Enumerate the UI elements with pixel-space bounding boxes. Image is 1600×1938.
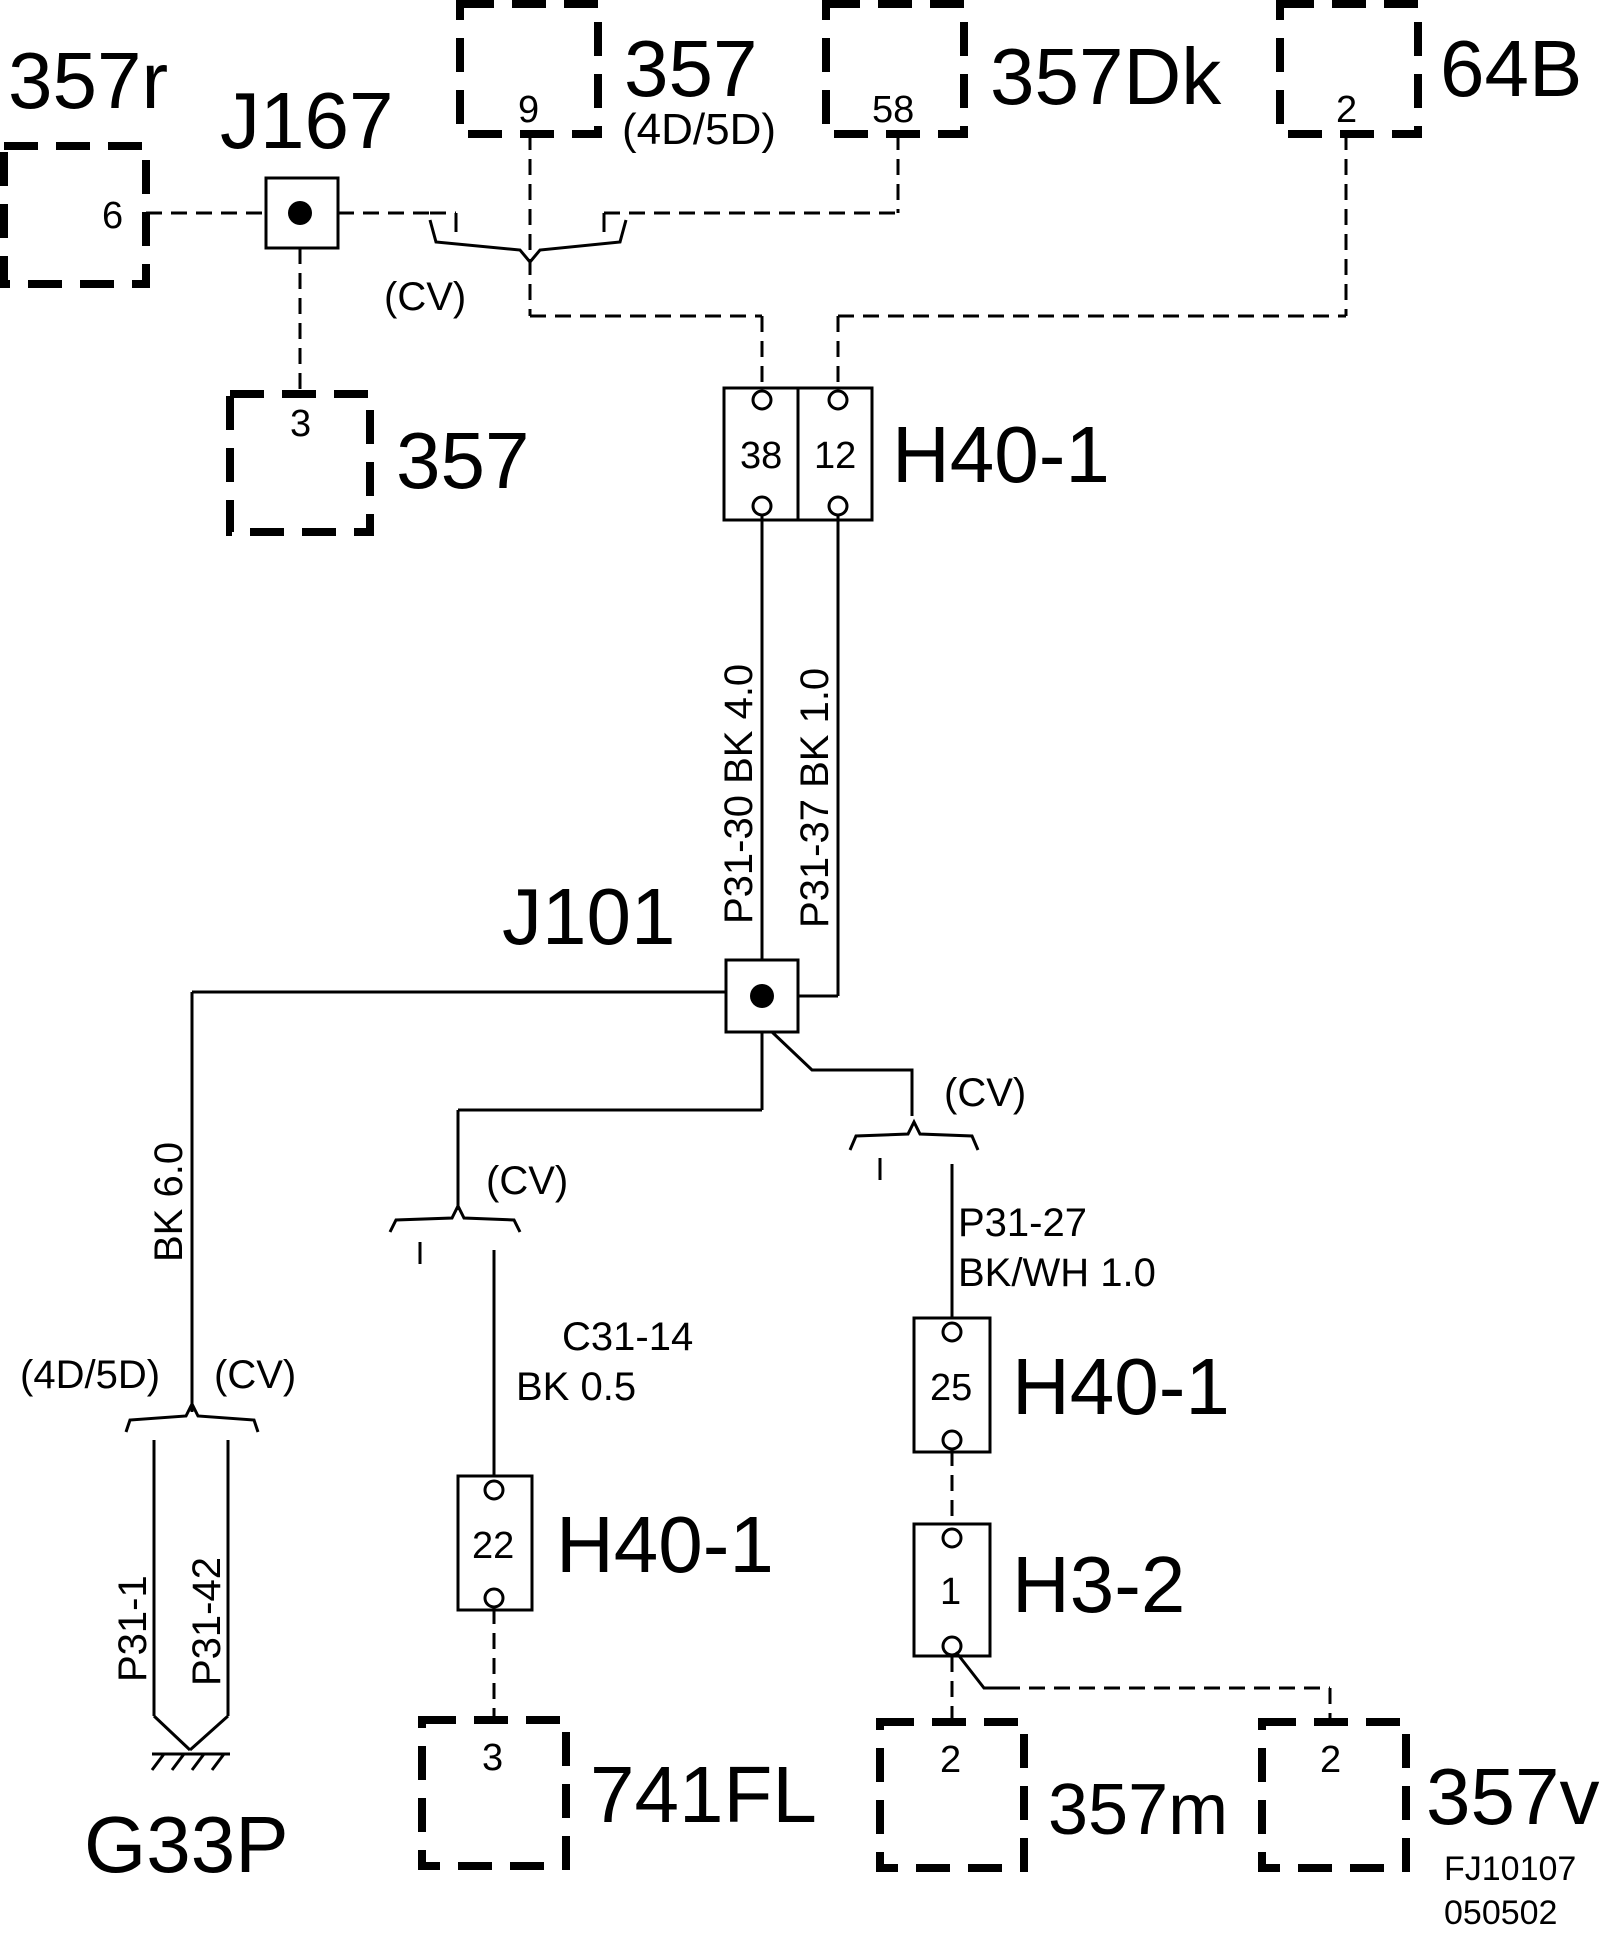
top-wiring: (CV) bbox=[146, 134, 1348, 394]
variant-cv-left: (CV) bbox=[214, 1353, 296, 1397]
wire-c31-14-spec: BK 0.5 bbox=[516, 1365, 636, 1409]
component-64b-label: 64B bbox=[1440, 24, 1582, 113]
connector-h40-1-pin25-label: H40-1 bbox=[1012, 1342, 1230, 1431]
connector-h40-1-pin25: 25 H40-1 bbox=[912, 1316, 1230, 1526]
connector-h3-2-label: H3-2 bbox=[1012, 1540, 1185, 1629]
component-357-mid-label: 357 bbox=[396, 416, 529, 505]
ground-g33p-label: G33P bbox=[84, 1800, 289, 1889]
connector-h40-1-pin22-label: H40-1 bbox=[556, 1500, 774, 1589]
connector-h40-1-pin-12: 12 bbox=[814, 435, 856, 477]
wire-p31-42-label: P31-42 bbox=[185, 1557, 229, 1686]
component-741fl-pin: 3 bbox=[482, 1737, 503, 1779]
splice-j167-node bbox=[288, 201, 312, 225]
variant-4d5d-left: (4D/5D) bbox=[20, 1353, 160, 1397]
component-357dk: 58 357Dk bbox=[822, 0, 1222, 138]
figure-code-line1: FJ10107 bbox=[1444, 1850, 1576, 1888]
wire-c31-14-code: C31-14 bbox=[562, 1315, 693, 1359]
component-357v-label: 357v bbox=[1426, 1752, 1599, 1841]
splice-j101-label: J101 bbox=[502, 872, 675, 961]
branch-357m: (CV) P31-27 BK/WH 1.0 bbox=[770, 1030, 1156, 1322]
main-feed-wiring: P31-30 BK 4.0 P31-37 BK 1.0 bbox=[717, 516, 840, 998]
wire-p31-30-label: P31-30 BK 4.0 bbox=[717, 664, 761, 924]
connector-h40-1-top-label: H40-1 bbox=[892, 410, 1110, 499]
component-357m-label: 357m bbox=[1048, 1770, 1228, 1850]
splice-j101: J101 bbox=[502, 872, 800, 1034]
component-741fl-label: 741FL bbox=[590, 1750, 817, 1839]
component-357-mid-pin: 3 bbox=[290, 403, 311, 445]
wire-bk60-label: BK 6.0 bbox=[147, 1142, 191, 1262]
figure-code: FJ10107 050502 bbox=[1444, 1850, 1576, 1932]
connector-h40-1-top: 38 12 H40-1 bbox=[722, 386, 1110, 522]
component-357v: 2 357v bbox=[1258, 1718, 1599, 1872]
wire-p31-27-spec: BK/WH 1.0 bbox=[958, 1251, 1156, 1295]
component-357-top-label: 357 bbox=[624, 24, 757, 113]
connector-h3-2-pin: 1 bbox=[940, 1571, 961, 1613]
splice-j101-node bbox=[750, 984, 774, 1008]
connector-h40-1-pin22: 22 H40-1 bbox=[456, 1474, 774, 1722]
wire-p31-1-label: P31-1 bbox=[111, 1575, 155, 1682]
component-64b-pin: 2 bbox=[1336, 89, 1357, 131]
component-357dk-pin: 58 bbox=[872, 89, 914, 131]
splice-j167-label: J167 bbox=[220, 76, 393, 165]
component-357-mid: 3 357 bbox=[226, 390, 529, 536]
connector-h3-2: 1 H3-2 bbox=[912, 1522, 1332, 1724]
component-357r-pin: 6 bbox=[102, 195, 123, 237]
component-357v-pin: 2 bbox=[1320, 1739, 1341, 1781]
connector-h40-1-pin25-pin: 25 bbox=[930, 1367, 972, 1409]
figure-code-line2: 050502 bbox=[1444, 1894, 1557, 1932]
component-64b: 2 64B bbox=[1276, 0, 1582, 138]
component-357-top-sub: (4D/5D) bbox=[622, 105, 776, 154]
component-357m: 2 357m bbox=[876, 1718, 1228, 1872]
branch-741fl: (CV) C31-14 BK 0.5 bbox=[388, 1032, 764, 1478]
component-357r-label: 357r bbox=[8, 36, 168, 125]
variant-cv-357m: (CV) bbox=[944, 1071, 1026, 1115]
connector-h40-1-pin-38: 38 bbox=[740, 435, 782, 477]
component-357r: 357r 6 bbox=[0, 36, 168, 288]
component-357-top: 9 357 (4D/5D) bbox=[456, 0, 776, 154]
component-357m-pin: 2 bbox=[940, 1739, 961, 1781]
component-741fl: 3 741FL bbox=[418, 1716, 817, 1870]
component-357dk-label: 357Dk bbox=[990, 32, 1222, 121]
connector-h40-1-pin22-pin: 22 bbox=[472, 1525, 514, 1567]
component-357-top-pin: 9 bbox=[518, 89, 539, 131]
wire-p31-37-label: P31-37 BK 1.0 bbox=[793, 668, 837, 928]
variant-cv-top: (CV) bbox=[384, 275, 466, 319]
variant-cv-741fl: (CV) bbox=[486, 1159, 568, 1203]
ground-feed-wiring: BK 6.0 (4D/5D) (CV) P31-1 P31-42 G33P bbox=[20, 990, 726, 1889]
wire-p31-27-code: P31-27 bbox=[958, 1201, 1087, 1245]
splice-j167: J167 bbox=[220, 76, 393, 250]
